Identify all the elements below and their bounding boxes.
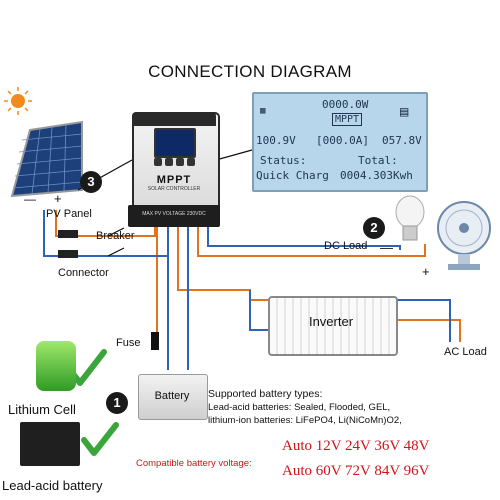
controller-button xyxy=(176,158,184,166)
breaker-label: Breaker xyxy=(96,230,135,242)
lcd-total-value: 0004.303Kwh xyxy=(340,169,413,182)
fan-icon xyxy=(437,201,491,270)
battery-icon xyxy=(138,374,208,420)
lithium-cell-label: Lithium Cell xyxy=(8,402,76,417)
inverter xyxy=(268,296,398,356)
supported-line-1: Lead-acid batteries: Sealed, Flooded, GE… xyxy=(208,402,391,413)
dc-load-label: DC Load xyxy=(324,240,368,252)
supported-line-2: lithium-ion batteries: LiFePO4, Li(NiCoM… xyxy=(208,415,402,426)
dc-plus-label: + xyxy=(422,264,430,279)
supported-heading: Supported battery types: xyxy=(208,388,323,400)
lead-acid-label: Lead-acid battery xyxy=(2,478,103,493)
lcd-solar-icon: ▦ xyxy=(260,106,266,116)
lcd-brand: MPPT xyxy=(332,113,363,126)
solar-panel-icon xyxy=(10,120,83,198)
pv-panel-label: PV Panel xyxy=(46,208,92,220)
controller-screen xyxy=(154,128,196,158)
connector-label: Connector xyxy=(58,267,109,279)
lithium-cell-icon xyxy=(36,341,76,391)
controller-button xyxy=(154,158,162,166)
lcd-current: [000.0A] xyxy=(316,134,369,147)
lcd-power: 0000.0W xyxy=(322,98,369,111)
voltages-line-2: Auto 60V 72V 84V 96V xyxy=(282,463,430,479)
sun-icon xyxy=(4,87,32,115)
controller-top-cap xyxy=(132,112,216,126)
controller-terminal-block xyxy=(128,205,220,227)
marker-2: 2 xyxy=(363,217,385,239)
lcd-status-label: Status: xyxy=(260,154,307,167)
diagram-title: CONNECTION DIAGRAM xyxy=(148,62,352,81)
pv-plus-label: + xyxy=(54,191,62,206)
controller-button xyxy=(165,158,173,166)
lcd-display: 0000.0W MPPT ▦ ▤ 100.9V [000.0A] 057.8V … xyxy=(252,92,428,192)
compatible-voltage-label: Compatible battery voltage: xyxy=(136,458,252,469)
controller-button xyxy=(187,158,195,166)
light-bulb-icon xyxy=(395,195,425,241)
lcd-battery-icon: ▤ xyxy=(400,104,409,120)
controller-max-pv: MAX PV VOLTAGE 230VDC xyxy=(142,211,206,217)
battery-label: Battery xyxy=(154,390,190,402)
voltages-line-1: Auto 12V 24V 36V 48V xyxy=(282,438,430,454)
lcd-total-label: Total: xyxy=(358,154,398,167)
lead-acid-battery-icon xyxy=(20,422,80,466)
controller-subtitle: SOLAR CONTROLLER xyxy=(147,186,201,192)
lcd-battery-voltage: 057.8V xyxy=(382,134,422,147)
fuse-label: Fuse xyxy=(116,337,141,349)
marker-1: 1 xyxy=(106,392,128,414)
inverter-label: Inverter xyxy=(308,314,354,329)
dc-minus-label: — xyxy=(380,240,393,255)
marker-3: 3 xyxy=(80,171,102,193)
breaker-icon xyxy=(107,227,125,257)
lcd-status-value: Quick Charg xyxy=(256,169,329,182)
fuse-icon xyxy=(151,332,159,350)
controller-brand: MPPT xyxy=(156,174,192,186)
supported-battery-types: Supported battery types: Lead-acid batte… xyxy=(208,388,402,427)
ac-load-label: AC Load xyxy=(444,346,487,358)
lcd-pv-voltage: 100.9V xyxy=(256,134,296,147)
pv-minus-label: — xyxy=(24,192,36,206)
connector-icon xyxy=(58,230,78,258)
